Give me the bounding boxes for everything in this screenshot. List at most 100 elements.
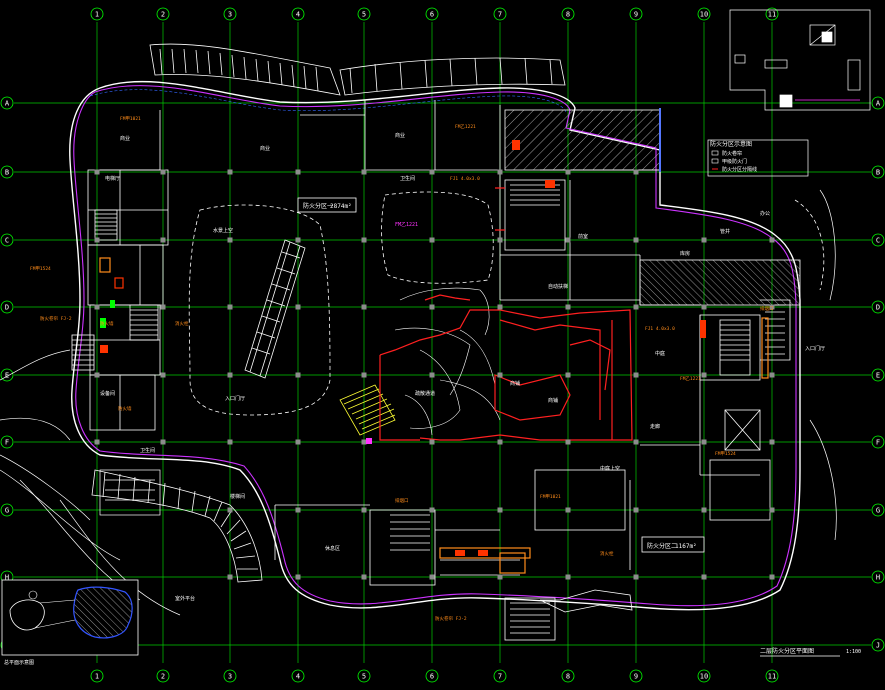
axis-bubble-row: B — [871, 165, 885, 179]
room-label: 中庭 — [655, 350, 665, 357]
column — [497, 439, 503, 445]
axis-bubble-row: E — [871, 368, 885, 382]
axis-bubble-row: C — [871, 233, 885, 247]
column — [633, 237, 639, 243]
legend-item-3: 防火分区分隔线 — [722, 166, 757, 173]
fire-note: FJ1 4.0x3.0 — [450, 176, 480, 182]
legend: 防火分区示意图 防火卷帘 甲级防火门 防火分区分隔线 — [707, 139, 809, 177]
column — [295, 372, 301, 378]
column — [633, 439, 639, 445]
column — [565, 372, 571, 378]
svg-text:J: J — [876, 642, 880, 650]
room-label: 商铺 — [510, 380, 520, 387]
column — [227, 372, 233, 378]
axis-bubble-col: 11 — [765, 7, 779, 21]
fire-note: 消火栓 — [600, 550, 614, 557]
central-shops — [394, 287, 501, 436]
column — [769, 304, 775, 310]
zone-label-2: 防火分区二 1167m² — [641, 536, 705, 553]
column — [227, 237, 233, 243]
svg-text:6: 6 — [430, 673, 434, 681]
column — [769, 439, 775, 445]
svg-text:C: C — [5, 237, 9, 245]
svg-text:4: 4 — [296, 11, 300, 19]
svg-text:4: 4 — [296, 673, 300, 681]
room-label: 库房 — [680, 250, 690, 257]
svg-text:E: E — [5, 372, 9, 380]
svg-text:H: H — [876, 574, 880, 582]
svg-text:3: 3 — [228, 11, 232, 19]
axis-bubble-col: 9 — [629, 7, 643, 21]
column — [429, 439, 435, 445]
column — [361, 304, 367, 310]
axis-bubble-col: 6 — [425, 7, 439, 21]
fire-note: 防火墙 — [118, 405, 132, 412]
svg-text:3: 3 — [228, 673, 232, 681]
fire-boundary — [379, 187, 633, 441]
svg-text:6: 6 — [430, 11, 434, 19]
column — [769, 507, 775, 513]
column — [497, 507, 503, 513]
room-label: 中庭上空 — [600, 465, 620, 472]
column — [633, 507, 639, 513]
svg-text:B: B — [5, 169, 9, 177]
axis-bubble-col: 5 — [357, 7, 371, 21]
legend-item-1: 防火卷帘 — [722, 150, 742, 157]
fire-note: 防火墙 — [100, 320, 114, 327]
svg-text:10: 10 — [700, 11, 708, 19]
column — [565, 237, 571, 243]
room-label: 入口门厅 — [805, 345, 825, 352]
bottom-center-stair — [504, 589, 633, 641]
axis-bubble-col: 1 — [90, 7, 104, 21]
building-outline — [69, 80, 801, 611]
axis-grid — [14, 22, 871, 663]
column — [633, 169, 639, 175]
zone-label-1: 防火分区一 2874m² — [297, 197, 357, 213]
room-label: 楼梯间 — [230, 493, 245, 500]
svg-text:G: G — [5, 507, 9, 515]
column — [565, 439, 571, 445]
column — [94, 304, 100, 310]
room-label: 休息区 — [325, 545, 340, 552]
room-label: 卫生间 — [400, 175, 415, 182]
svg-text:B: B — [876, 169, 880, 177]
room-label: 水景上空 — [213, 227, 233, 234]
zone-2-label: 防火分区二 — [647, 542, 677, 550]
atrium-voids — [188, 191, 825, 416]
column — [227, 574, 233, 580]
svg-text:7: 7 — [498, 11, 502, 19]
axis-bubble-row: E — [0, 368, 14, 382]
drawing-title: 二层防火分区平面图 — [760, 647, 814, 655]
fire-note: FM甲1021 — [120, 116, 141, 122]
fire-equipment — [99, 140, 769, 574]
column — [633, 304, 639, 310]
room-label: 室外平台 — [175, 595, 195, 602]
column — [429, 237, 435, 243]
axis-bubble-col: 7 — [493, 669, 507, 683]
column — [429, 372, 435, 378]
fire-note: 消火栓 — [175, 320, 189, 327]
room-label: 管井 — [720, 228, 730, 235]
key-detail — [729, 9, 871, 111]
axis-bubble-row: B — [0, 165, 14, 179]
column — [160, 439, 166, 445]
column — [497, 574, 503, 580]
column — [769, 372, 775, 378]
axis-bubble-col: 1 — [90, 669, 104, 683]
column — [429, 304, 435, 310]
column — [361, 237, 367, 243]
key-plan: 总平面示意图 — [1, 579, 139, 666]
axis-bubble-col: 8 — [561, 7, 575, 21]
fire-note: 防火卷帘 FJ-2 — [40, 315, 72, 322]
room-label: 卫生间 — [140, 447, 155, 454]
axis-bubble-col: 8 — [561, 669, 575, 683]
legend-swatch-2 — [711, 158, 719, 164]
column — [361, 507, 367, 513]
svg-text:7: 7 — [498, 673, 502, 681]
column — [701, 304, 707, 310]
axis-bubble-col: 11 — [765, 669, 779, 683]
room-label: 走廊 — [650, 423, 660, 430]
column — [227, 304, 233, 310]
svg-text:2: 2 — [161, 673, 165, 681]
